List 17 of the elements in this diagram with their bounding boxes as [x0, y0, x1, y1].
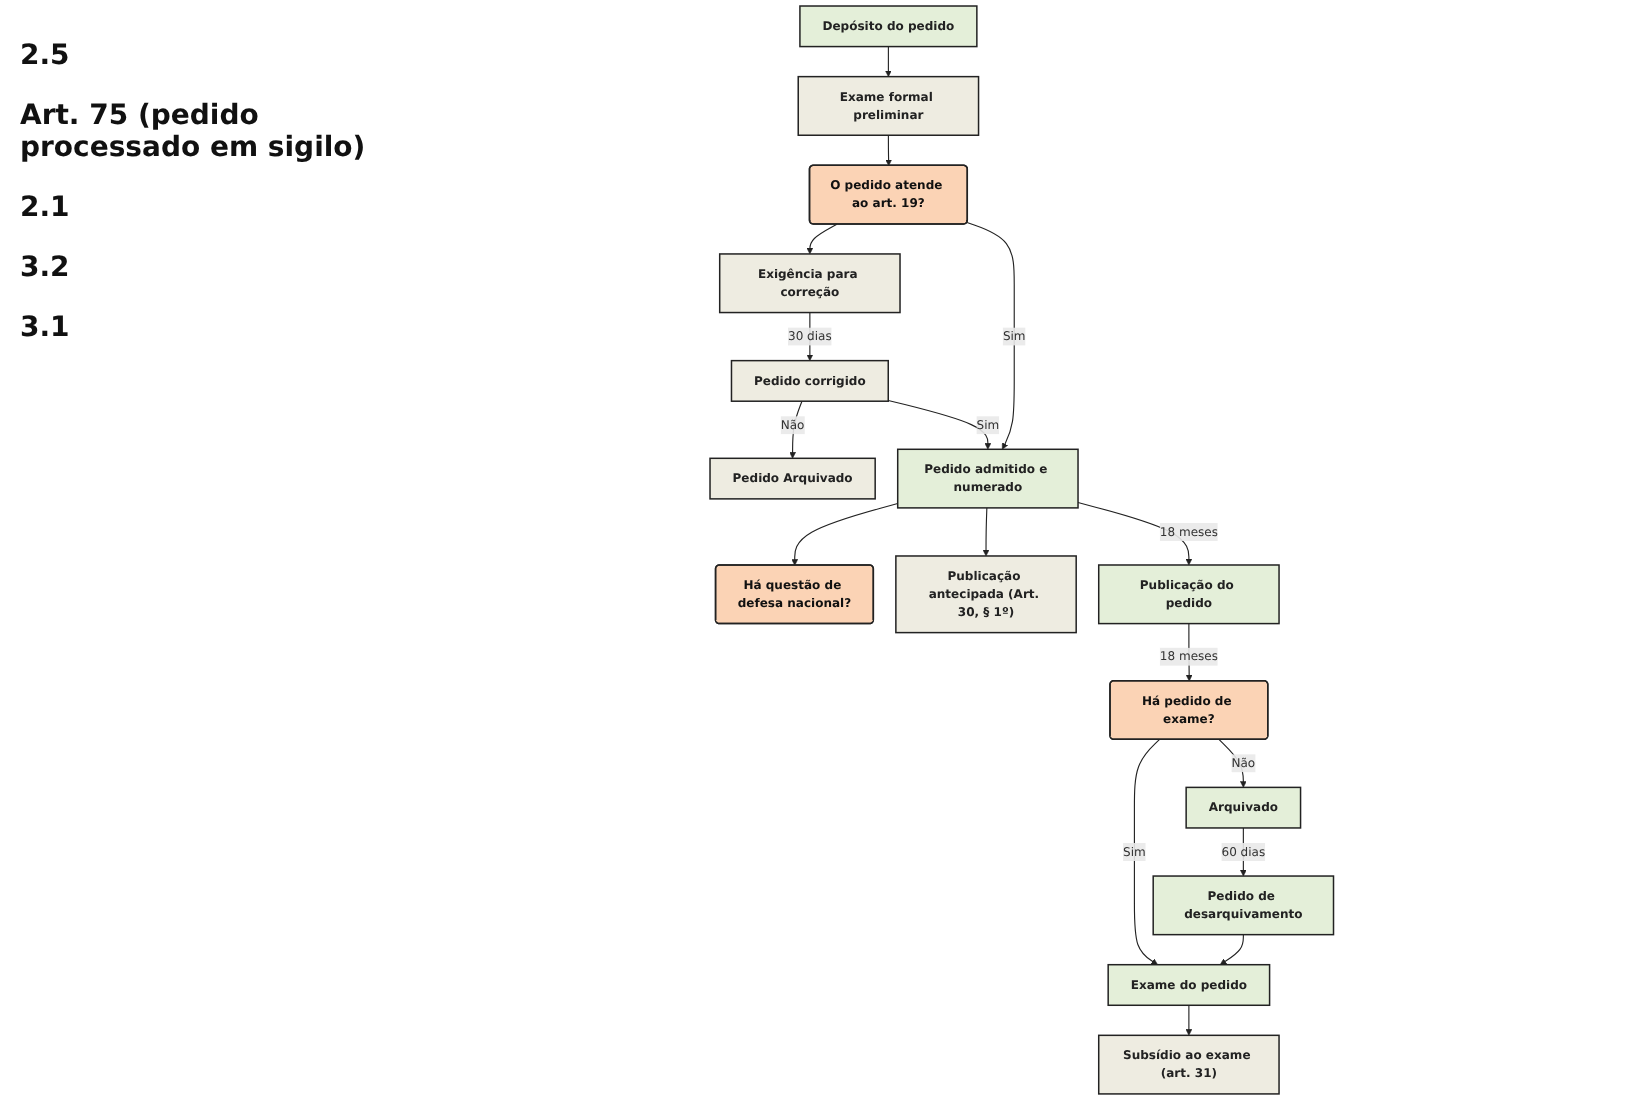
arrow [1185, 1004, 1193, 1036]
arrow [1134, 739, 1161, 966]
note-text: 2.1 [20, 192, 72, 224]
arrow [887, 399, 992, 450]
arrow [885, 46, 892, 77]
arrow [791, 502, 899, 566]
arrow [982, 507, 990, 557]
arrow [806, 312, 814, 361]
note-text: 3.2 [20, 252, 72, 284]
arrow [1218, 739, 1247, 788]
arrow [885, 134, 893, 166]
arrow [1220, 934, 1245, 966]
arrow [806, 223, 838, 255]
note-text: Art. 75 (pedido processado em sigilo) [20, 100, 368, 164]
note-text: 2.5 [20, 40, 72, 72]
arrow [966, 222, 1015, 450]
note-text: 3.1 [20, 312, 72, 344]
